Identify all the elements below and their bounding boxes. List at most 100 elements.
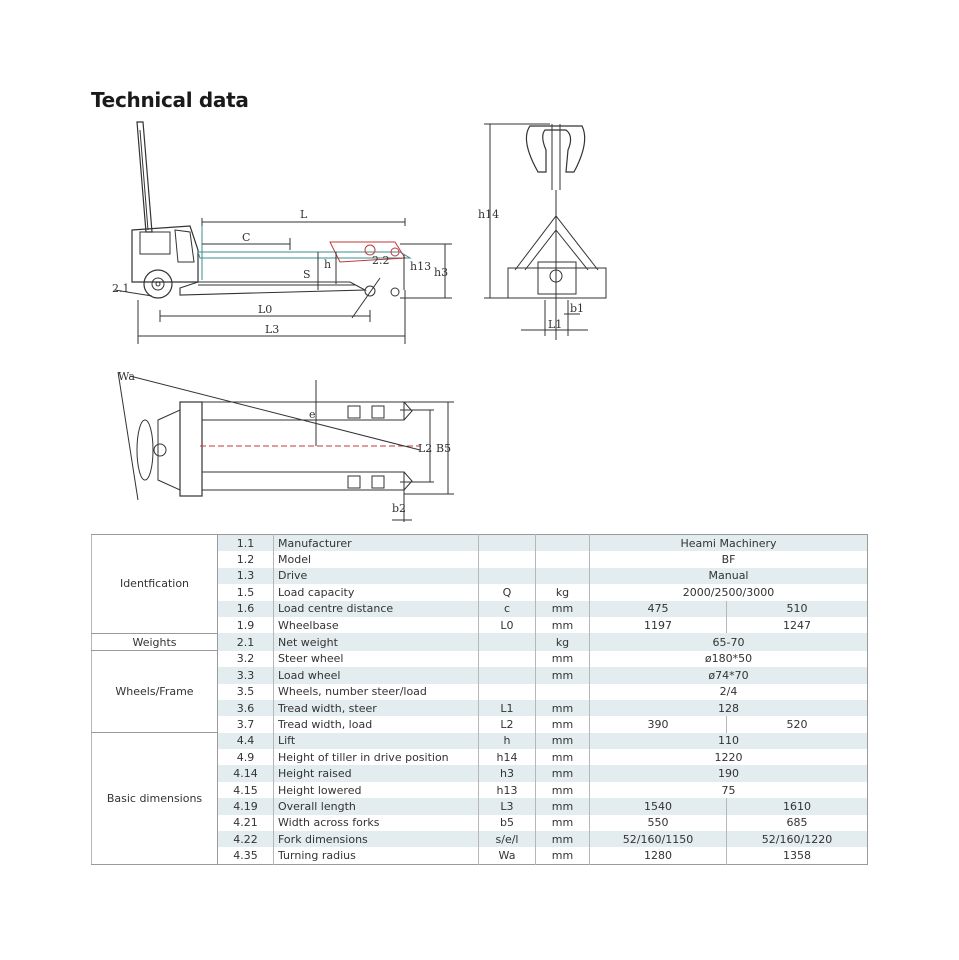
group-label: Basic dimensions — [91, 732, 218, 865]
row-number: 3.5 — [217, 683, 274, 700]
row-symbol: h13 — [478, 781, 536, 799]
row-unit: mm — [535, 716, 590, 733]
row-unit: mm — [535, 600, 590, 617]
row-description: Lift — [273, 732, 479, 750]
dim-label-Wa: Wa — [118, 370, 135, 383]
row-value: 2000/2500/3000 — [588, 584, 869, 601]
row-symbol: s/e/l — [478, 831, 536, 848]
dim-label-L: L — [300, 208, 308, 221]
row-value: ø180*50 — [588, 650, 869, 668]
row-number: 4.9 — [217, 749, 274, 766]
group-label: Identfication — [91, 534, 218, 634]
group-label: Weights — [91, 632, 218, 652]
row-description: Height of tiller in drive position — [273, 749, 479, 766]
row-description: Turning radius — [273, 847, 479, 865]
row-unit — [535, 534, 590, 552]
row-unit: mm — [535, 699, 590, 717]
row-value-2: 685 — [725, 814, 869, 832]
row-description: Fork dimensions — [273, 831, 479, 848]
row-symbol — [478, 667, 536, 684]
row-value: 128 — [588, 699, 869, 717]
row-unit: mm — [535, 781, 590, 799]
row-number: 3.7 — [217, 716, 274, 733]
row-number: 1.3 — [217, 567, 274, 585]
dim-label-angle-2-1: 2.1 — [112, 282, 130, 295]
row-unit — [535, 683, 590, 700]
row-unit: mm — [535, 650, 590, 668]
row-description: Load capacity — [273, 584, 479, 601]
row-value-1: 550 — [589, 814, 727, 832]
row-description: Overall length — [273, 798, 479, 815]
dim-label-L0: L0 — [258, 303, 272, 316]
row-description: Drive — [273, 567, 479, 585]
dim-label-C: C — [242, 231, 250, 244]
row-number: 4.21 — [217, 814, 274, 832]
row-unit: mm — [535, 667, 590, 684]
row-number: 1.1 — [217, 534, 274, 552]
row-symbol: L0 — [478, 616, 536, 634]
row-value-2: 1247 — [725, 616, 869, 634]
row-value: ø74*70 — [588, 667, 869, 684]
row-number: 4.15 — [217, 781, 274, 799]
row-description: Height raised — [273, 765, 479, 782]
row-value-1: 52/160/1150 — [589, 831, 727, 848]
dim-label-L3: L3 — [265, 323, 279, 336]
row-symbol: h — [478, 732, 536, 750]
row-value-2: 520 — [725, 716, 869, 733]
row-value-1: 390 — [589, 716, 727, 733]
row-number: 3.3 — [217, 667, 274, 684]
row-value-2: 1610 — [725, 798, 869, 815]
row-unit: kg — [535, 633, 590, 651]
side-view-drawing — [114, 121, 452, 344]
row-value: 1220 — [588, 749, 869, 766]
row-value: 2/4 — [588, 683, 869, 700]
row-unit: mm — [535, 814, 590, 832]
row-symbol: h14 — [478, 749, 536, 766]
page-title: Technical data — [91, 88, 249, 112]
row-number: 3.6 — [217, 699, 274, 717]
front-view-drawing — [484, 123, 607, 340]
row-description: Load centre distance — [273, 600, 479, 617]
row-symbol: c — [478, 600, 536, 617]
row-symbol: L3 — [478, 798, 536, 815]
row-symbol: b5 — [478, 814, 536, 832]
row-description: Wheelbase — [273, 616, 479, 634]
row-description: Height lowered — [273, 781, 479, 799]
row-number: 1.2 — [217, 551, 274, 568]
row-number: 4.19 — [217, 798, 274, 815]
row-number: 4.14 — [217, 765, 274, 782]
row-unit — [535, 551, 590, 568]
row-description: Load wheel — [273, 667, 479, 684]
row-description: Tread width, load — [273, 716, 479, 733]
row-unit: kg — [535, 584, 590, 601]
row-number: 1.9 — [217, 616, 274, 634]
row-symbol — [478, 683, 536, 700]
row-unit: mm — [535, 831, 590, 848]
dim-label-angle-2-2: 2.2 — [372, 254, 390, 267]
row-number: 3.2 — [217, 650, 274, 668]
row-symbol — [478, 551, 536, 568]
row-value: Manual — [588, 567, 869, 585]
dim-label-h14: h14 — [478, 208, 499, 221]
row-description: Tread width, steer — [273, 699, 479, 717]
group-label: Wheels/Frame — [91, 650, 218, 734]
dim-label-b1: b1 — [570, 302, 584, 315]
row-value-2: 1358 — [725, 847, 869, 865]
row-value-1: 1280 — [589, 847, 727, 865]
row-value-2: 510 — [725, 600, 869, 617]
dim-label-h: h — [324, 258, 331, 271]
row-symbol — [478, 567, 536, 585]
